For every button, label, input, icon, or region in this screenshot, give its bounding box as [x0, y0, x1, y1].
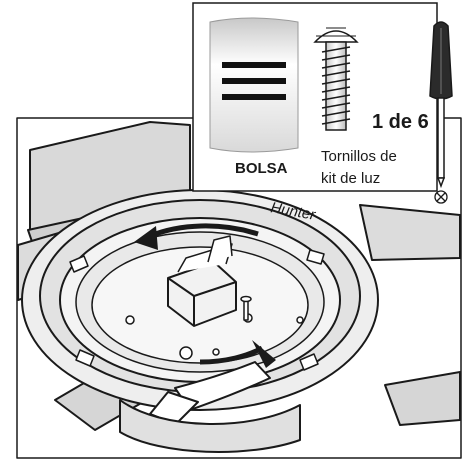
screw-icon: [313, 27, 359, 131]
plate-screw: [243, 299, 249, 321]
rotation-arrow-top: [149, 223, 259, 239]
rotation-arrowhead-bottom: [252, 340, 276, 368]
screw-name-line2: kit de luz: [321, 170, 380, 187]
blade-arm-bottom-right: [384, 371, 461, 426]
screw-hole: [179, 346, 193, 360]
parts-bag-icon: [209, 17, 299, 153]
rotation-arrowhead-top: [134, 226, 158, 250]
bag-label: BOLSA: [235, 160, 288, 177]
wire-harness: [174, 361, 271, 411]
parts-callout: BOLSA 1 de 6 Tornillos de kit de luz: [192, 2, 438, 192]
blade-arm-right: [359, 204, 461, 261]
phillips-screwdriver-icon: [429, 21, 453, 204]
screw-count: 1 de 6: [372, 111, 429, 133]
screw-name-line1: Tornillos de: [321, 148, 397, 165]
screw-hole: [125, 315, 135, 325]
screw-hole: [296, 316, 304, 324]
screw-hole: [212, 348, 220, 356]
